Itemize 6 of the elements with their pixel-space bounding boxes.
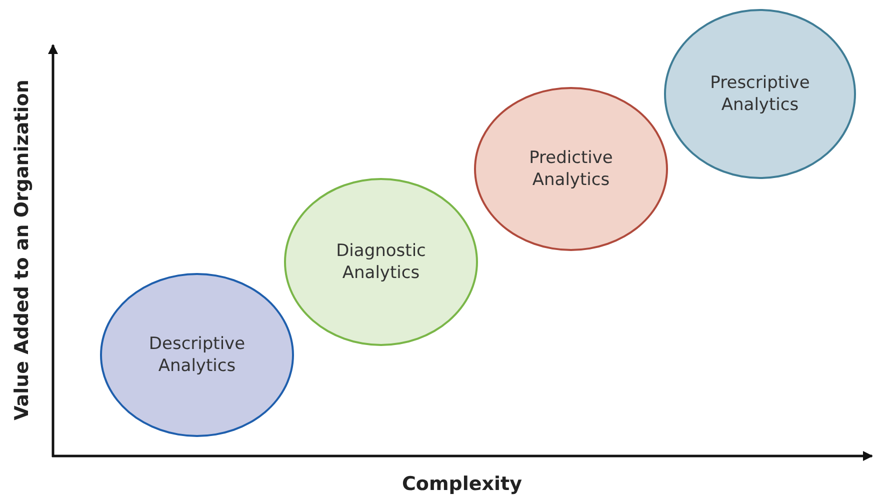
node-label: Diagnostic Analytics bbox=[335, 240, 427, 284]
node-label: Predictive Analytics bbox=[528, 146, 614, 192]
node-label: Prescriptive Analytics bbox=[709, 72, 811, 116]
x-axis-title: Complexity bbox=[402, 473, 522, 495]
y-axis-title: Value Added to an Organization bbox=[11, 80, 33, 420]
node-label: Descriptive Analytics bbox=[148, 332, 246, 378]
